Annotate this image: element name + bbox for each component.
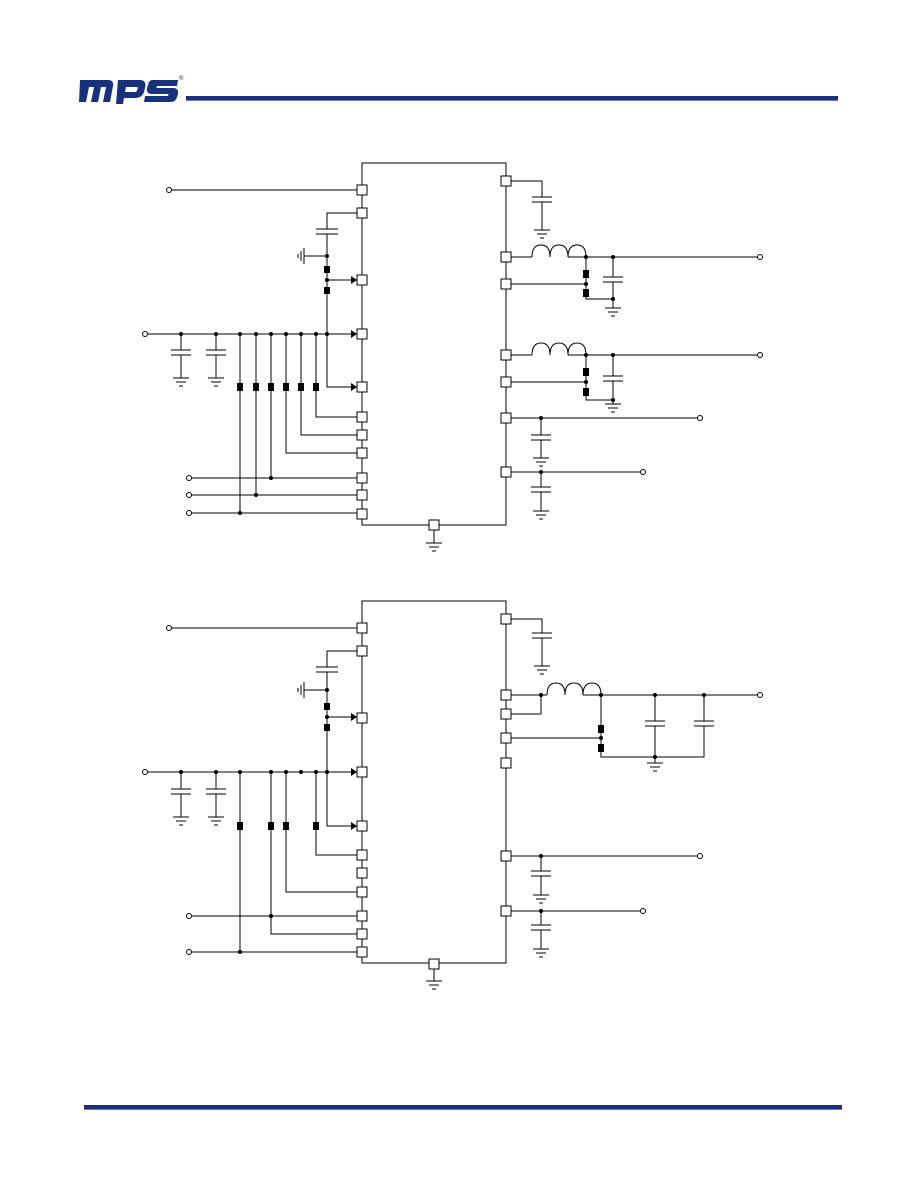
buck1-output: [511, 244, 757, 317]
input-capacitor-2: [206, 334, 226, 387]
chassis-ground-symbol: [297, 682, 305, 698]
buck2-output: [511, 342, 757, 413]
input-capacitor-1: [171, 334, 191, 387]
ic-body: [361, 162, 507, 526]
pullup-resistors: [237, 383, 319, 391]
schematic-1: [142, 162, 763, 552]
schematic-2: [142, 600, 763, 990]
ic-ground-pin: [428, 519, 440, 531]
ic-ground-pin: [428, 958, 440, 970]
footer-rule: [84, 1105, 842, 1110]
mps-logo: ®: [79, 75, 184, 104]
input-terminal: [166, 187, 172, 193]
svg-text:®: ®: [179, 75, 184, 82]
header-rule: [186, 96, 838, 101]
ic-body: [361, 600, 507, 964]
ground-symbol: [426, 530, 442, 552]
ground-symbol: [426, 969, 442, 990]
ic-right-pins: [500, 613, 512, 917]
chassis-ground-symbol: [297, 248, 305, 264]
